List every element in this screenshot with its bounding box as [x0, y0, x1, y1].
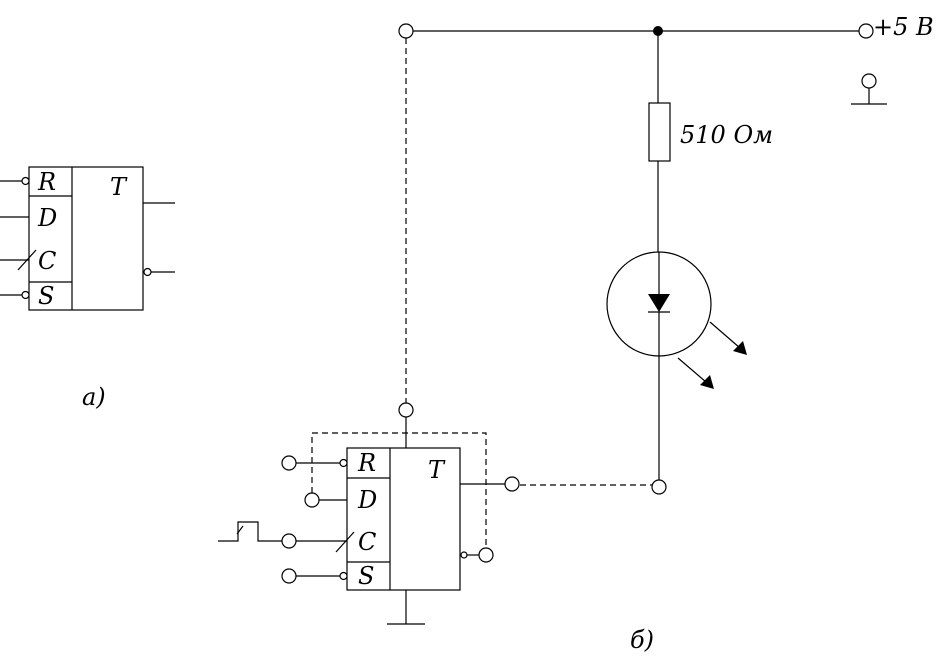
light-arrow-icon [709, 321, 741, 349]
pin-d-label: D [37, 204, 57, 232]
pin-r-label: R [37, 168, 56, 196]
inversion-bubble [143, 267, 152, 277]
terminal-led-cathode [651, 479, 667, 495]
flip-flop-body-a [28, 166, 144, 311]
chip-type-label: T [428, 456, 446, 484]
pin-c-label: C [38, 247, 56, 275]
pin-d-label: D [357, 486, 377, 514]
resistor [648, 102, 671, 162]
inversion-bubble [339, 571, 348, 581]
flip-flop-b: R D C S T [218, 402, 520, 625]
terminal-q-inverted [478, 547, 494, 563]
dynamic-input-mark [17, 249, 37, 271]
inversion-bubble [460, 551, 468, 559]
terminal-vcc [398, 402, 414, 418]
pulse-edge-arrow-icon [236, 525, 244, 535]
ground-terminal [861, 73, 877, 89]
diode-triangle-icon [648, 294, 670, 312]
caption-b: б) [630, 626, 654, 654]
terminal-s [281, 568, 297, 584]
light-arrow-head-icon [733, 341, 747, 355]
inversion-bubble [21, 290, 30, 300]
inversion-bubble [339, 458, 348, 468]
terminal-q [504, 476, 520, 492]
terminal-d [304, 492, 320, 508]
pin-c-label: C [358, 528, 376, 556]
clock-pulse-icon [218, 521, 282, 542]
dynamic-input-mark [335, 531, 355, 553]
pin-s-label: S [38, 282, 54, 310]
light-arrow-icon [677, 357, 707, 383]
terminal-c [281, 533, 297, 549]
flip-flop-body-b [346, 447, 461, 591]
led [606, 251, 747, 389]
caption-a: а) [82, 383, 106, 411]
inversion-bubble [21, 176, 30, 186]
light-arrow-head-icon [700, 375, 714, 389]
supply-label: +5 В [873, 13, 934, 41]
terminal-supply [858, 23, 874, 39]
flip-flop-symbol-a: R D C S T [0, 166, 175, 311]
chip-type-label: T [110, 173, 128, 201]
terminal-r [281, 455, 297, 471]
pin-r-label: R [357, 449, 376, 477]
terminal-top-left [398, 23, 414, 39]
pin-s-label: S [358, 562, 374, 590]
resistor-label: 510 Ом [680, 121, 773, 149]
